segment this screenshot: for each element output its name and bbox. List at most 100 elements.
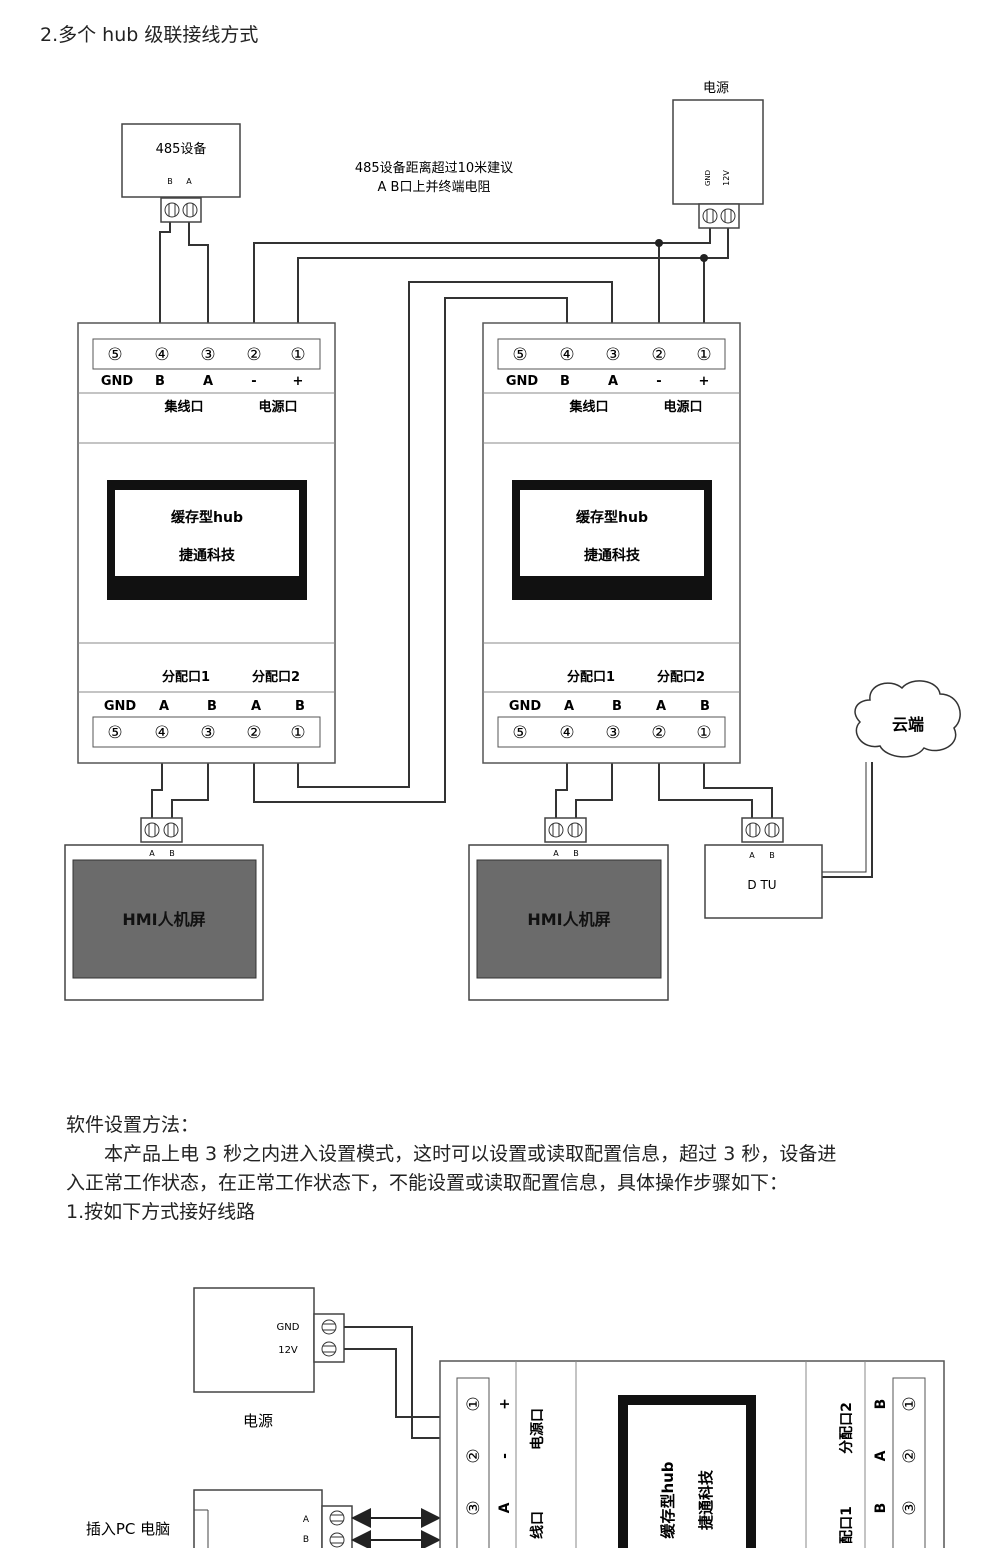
hub-2: ⑤ ④ ③ ② ① ⑤ ④ ③ ② ① GND B A - + 集线口 电源口 … xyxy=(482,322,741,764)
cascade-wiring-diagram: 485设备 B A 485设备距离超过10米建议 A B口上并终端电阻 电源 G… xyxy=(64,81,961,1001)
hub2-top-num-5: ⑤ xyxy=(512,345,527,365)
setup-hub-group-dist1: 配口1 xyxy=(839,1506,855,1544)
setup-hub-right-num-2: ② xyxy=(900,1448,920,1463)
hub2-bottom-num-3: ③ xyxy=(605,723,620,743)
hub1-top-label-gnd: GND xyxy=(101,374,134,389)
junction-12v xyxy=(700,254,708,262)
setup-hub-group-power: 电源口 xyxy=(529,1408,546,1450)
software-line1: 本产品上电 3 秒之内进入设置模式，这时可以设置或读取配置信息，超过 3 秒，设… xyxy=(104,1143,837,1165)
dtu-pin-b: B xyxy=(769,851,775,860)
wire-hmi1-b xyxy=(171,763,209,818)
hub1-top-label-b: B xyxy=(155,374,165,389)
cloud-label: 云端 xyxy=(892,715,924,734)
setup-hub-right-label-b2: B xyxy=(873,1399,889,1410)
power-pin-12v: 12V xyxy=(722,170,731,186)
device-485-pin-a: A xyxy=(186,177,192,186)
hub1-bottom-num-4: ④ xyxy=(154,723,169,743)
setup-hub-label-minus: - xyxy=(497,1453,513,1459)
hub1-top-num-3: ③ xyxy=(200,345,215,365)
hub1-top-num-5: ⑤ xyxy=(107,345,122,365)
software-line3: 1.按如下方式接好线路 xyxy=(66,1201,256,1223)
hmi-screen-1: A B HMI人机屏 xyxy=(64,817,264,1001)
wire-power-12v xyxy=(297,226,729,323)
device-485: 485设备 B A xyxy=(121,123,241,223)
dtu-pin-a: A xyxy=(749,851,755,860)
hub2-top-label-b: B xyxy=(560,374,570,389)
hub1-bottom-label-b2: B xyxy=(295,699,305,714)
setup-pc-adapter: 插入PC 电脑 A B xyxy=(86,1489,441,1548)
hub1-top-label-plus: + xyxy=(293,374,304,389)
wire-hmi2-a xyxy=(555,763,568,818)
setup-power-wires xyxy=(344,1326,440,1439)
hmi2-pin-a: A xyxy=(553,849,559,858)
dtu-device: A B D TU xyxy=(704,817,823,919)
hub1-screen-line1: 缓存型hub xyxy=(171,509,243,526)
setup-hub-left-num-1: ① xyxy=(464,1396,484,1411)
device-485-label: 485设备 xyxy=(156,141,207,157)
wire-hmi2-b xyxy=(575,763,613,818)
hmi1-pin-b: B xyxy=(169,849,175,858)
hub1-bottom-num-3: ③ xyxy=(200,723,215,743)
setup-hub-label-plus: + xyxy=(497,1398,513,1410)
setup-hub-screen-line1: 缓存型hub xyxy=(659,1461,677,1538)
hub1-top-num-1: ① xyxy=(290,345,305,365)
setup-power-pin-12v: 12V xyxy=(278,1345,298,1356)
hub2-top-label-gnd: GND xyxy=(506,374,539,389)
wire-485-b xyxy=(159,220,171,323)
hub1-top-num-2: ② xyxy=(246,345,261,365)
power-supply: 电源 GND 12V xyxy=(672,81,764,229)
hub2-group-line-port: 集线口 xyxy=(568,399,608,415)
hub2-bottom-label-gnd: GND xyxy=(509,699,542,714)
setup-pc-pin-a: A xyxy=(303,1515,310,1525)
hub1-bottom-label-a1: A xyxy=(159,699,169,714)
hub2-top-num-3: ③ xyxy=(605,345,620,365)
wires xyxy=(151,220,873,878)
setup-pc-label: 插入PC 电脑 xyxy=(86,1520,170,1538)
termination-note-line1: 485设备距离超过10米建议 xyxy=(355,160,513,176)
power-pin-gnd: GND xyxy=(704,170,712,186)
hub1-bottom-label-gnd: GND xyxy=(104,699,137,714)
wire-dtu-a xyxy=(658,763,753,818)
hub2-top-label-a: A xyxy=(608,374,618,389)
hub2-top-num-1: ① xyxy=(696,345,711,365)
software-line2: 入正常工作状态，在正常工作状态下，不能设置或读取配置信息，具体操作步骤如下： xyxy=(66,1172,789,1194)
cloud-icon: 云端 xyxy=(854,680,961,758)
wire-485-a xyxy=(188,220,209,323)
wire-dtu-b xyxy=(703,763,773,818)
hub1-group-power-port: 电源口 xyxy=(258,399,297,415)
hub2-bottom-label-b2: B xyxy=(700,699,710,714)
hub1-bottom-label-a2: A xyxy=(251,699,261,714)
setup-hub-left-num-3: ③ xyxy=(464,1500,484,1515)
hmi1-label: HMI人机屏 xyxy=(122,910,205,929)
setup-hub-group-dist2: 分配口2 xyxy=(839,1402,855,1454)
hub1-group-line-port: 集线口 xyxy=(163,399,203,415)
setup-hub-right-num-3: ③ xyxy=(900,1500,920,1515)
device-485-pin-b: B xyxy=(167,177,173,186)
wire-antenna xyxy=(822,762,873,878)
setup-power-pin-gnd: GND xyxy=(277,1322,300,1333)
wire-antenna-outline xyxy=(822,762,867,873)
hub2-top-label-minus: - xyxy=(656,374,661,389)
hmi1-pin-a: A xyxy=(149,849,155,858)
hub2-bottom-label-a2: A xyxy=(656,699,666,714)
hub2-group-dist1: 分配口1 xyxy=(567,669,615,685)
power-label: 电源 xyxy=(703,81,729,96)
hub1-bottom-label-b1: B xyxy=(207,699,217,714)
setup-hub-left-num-2: ② xyxy=(464,1448,484,1463)
hub2-top-label-plus: + xyxy=(699,374,710,389)
hub1-group-dist1: 分配口1 xyxy=(162,669,210,685)
hub2-group-power-port: 电源口 xyxy=(663,399,702,415)
setup-hub-right-label-b1: B xyxy=(873,1503,889,1514)
hub1-bottom-num-5: ⑤ xyxy=(107,723,122,743)
hub2-bottom-num-2: ② xyxy=(651,723,666,743)
hub1-screen-line2: 捷通科技 xyxy=(179,547,236,564)
hub1-bottom-num-2: ② xyxy=(246,723,261,743)
hub2-bottom-num-4: ④ xyxy=(559,723,574,743)
setup-hub-screen-line2: 捷通科技 xyxy=(697,1469,715,1530)
wire-cascade-b xyxy=(297,281,613,788)
hub2-group-dist2: 分配口2 xyxy=(657,669,705,685)
setup-hub-label-a: A xyxy=(497,1502,513,1513)
hmi-screen-2: A B HMI人机屏 xyxy=(468,817,669,1001)
hub1-bottom-num-1: ① xyxy=(290,723,305,743)
hub1-group-dist2: 分配口2 xyxy=(252,669,300,685)
